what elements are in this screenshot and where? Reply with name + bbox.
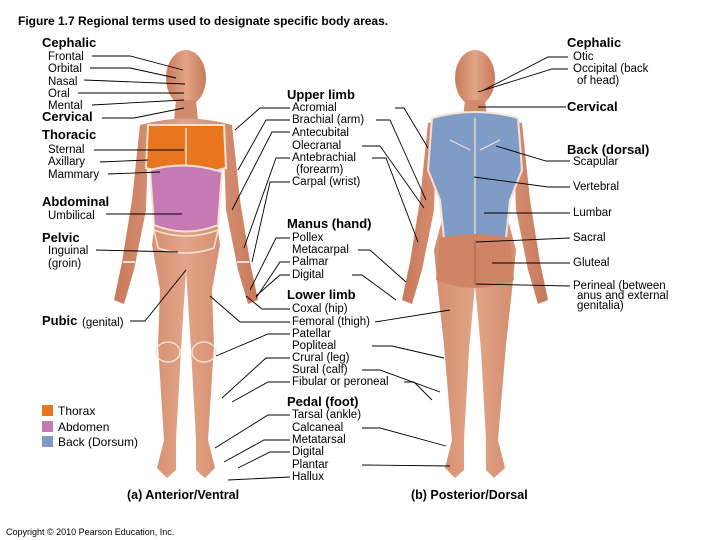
copyright: Copyright © 2010 Pearson Education, Inc. [6, 527, 175, 537]
region-label-antebrachial: Antebrachial [292, 152, 356, 164]
region-heading-cephalic: Cephalic [42, 35, 97, 50]
region-label-olecranal: Olecranal [292, 140, 342, 152]
region-heading-cephalic: Cephalic [567, 35, 622, 50]
region-label-fibular-or-peroneal: Fibular or peroneal [292, 376, 389, 388]
caption-posterior: (b) Posterior/Dorsal [411, 488, 528, 502]
region-heading-pedal-foot: Pedal (foot) [287, 394, 359, 409]
region-label-forearm: (forearm) [296, 164, 344, 176]
caption-anterior: (a) Anterior/Ventral [127, 488, 240, 502]
region-label-antecubital: Antecubital [292, 127, 349, 139]
region-label-perineal-between: Perineal (between [573, 280, 666, 292]
region-heading-back-dorsal: Back (dorsal) [567, 142, 650, 157]
region-label-oral: Oral [48, 88, 70, 100]
region-label-sternal: Sternal [48, 144, 85, 156]
region-heading-manus-hand: Manus (hand) [287, 216, 372, 231]
region-label-metatarsal: Metatarsal [292, 434, 346, 446]
region-label-axillary: Axillary [48, 156, 86, 168]
anterior-figure [114, 50, 258, 478]
region-label-genital: (genital) [82, 317, 124, 329]
region-label-nasal: Nasal [48, 76, 78, 88]
region-heading-cervical: Cervical [567, 99, 618, 114]
posterior-figure [402, 50, 548, 478]
figure-title: Figure 1.7 Regional terms used to design… [18, 14, 389, 28]
region-label-femoral-thigh: Femoral (thigh) [292, 316, 370, 328]
region-label-digital: Digital [292, 446, 324, 458]
region-label-brachial-arm: Brachial (arm) [292, 114, 365, 126]
leader-lines [78, 55, 571, 481]
legend-swatch [42, 405, 53, 416]
region-label-plantar: Plantar [292, 459, 329, 471]
region-label-acromial: Acromial [292, 102, 337, 114]
region-heading-thoracic: Thoracic [42, 127, 97, 142]
legend-swatch [42, 436, 53, 447]
region-label-pollex: Pollex [292, 232, 324, 244]
region-label-groin: (groin) [48, 258, 82, 270]
region-label-lumbar: Lumbar [573, 207, 612, 219]
region-heading-lower-limb: Lower limb [287, 287, 356, 302]
region-label-anus-and-external: anus and external [577, 290, 669, 302]
region-label-mental: Mental [48, 100, 83, 112]
region-label-orbital: Orbital [48, 63, 82, 75]
region-label-digital: Digital [292, 269, 324, 281]
region-label-patellar: Patellar [292, 328, 331, 340]
region-label-occipital-back: Occipital (back [573, 63, 649, 75]
region-label-of-head: of head) [577, 75, 620, 87]
region-label-otic: Otic [573, 51, 594, 63]
region-label-scapular: Scapular [573, 156, 619, 168]
region-label-genitalia: genitalia) [577, 300, 624, 312]
region-label-crural-leg: Crural (leg) [292, 352, 350, 364]
region-label-sacral: Sacral [573, 232, 606, 244]
region-label-gluteal: Gluteal [573, 257, 610, 269]
region-label-palmar: Palmar [292, 256, 329, 268]
region-label-sural-calf: Sural (calf) [292, 364, 348, 376]
region-label-inguinal: Inguinal [48, 245, 89, 257]
region-label-popliteal: Popliteal [292, 340, 337, 352]
legend-label: Thorax [58, 404, 96, 418]
region-heading-pubic: Pubic [42, 313, 78, 328]
region-label-tarsal-ankle: Tarsal (ankle) [292, 409, 362, 421]
region-heading-upper-limb: Upper limb [287, 87, 355, 102]
region-label-vertebral: Vertebral [573, 181, 620, 193]
region-label-frontal: Frontal [48, 51, 84, 63]
region-heading-abdominal: Abdominal [42, 194, 110, 209]
region-heading-cervical: Cervical [42, 109, 93, 124]
legend-swatch [42, 421, 53, 432]
region-label-carpal-wrist: Carpal (wrist) [292, 176, 361, 188]
region-label-umbilical: Umbilical [48, 210, 95, 222]
region-label-calcaneal: Calcaneal [292, 422, 344, 434]
region-label-mammary: Mammary [48, 169, 100, 181]
legend-label: Abdomen [58, 420, 110, 434]
region-label-coxal-hip: Coxal (hip) [292, 303, 348, 315]
region-label-metacarpal: Metacarpal [292, 244, 349, 256]
region-heading-pelvic: Pelvic [42, 230, 80, 245]
legend-label: Back (Dorsum) [58, 435, 139, 449]
region-label-hallux: Hallux [292, 471, 324, 483]
